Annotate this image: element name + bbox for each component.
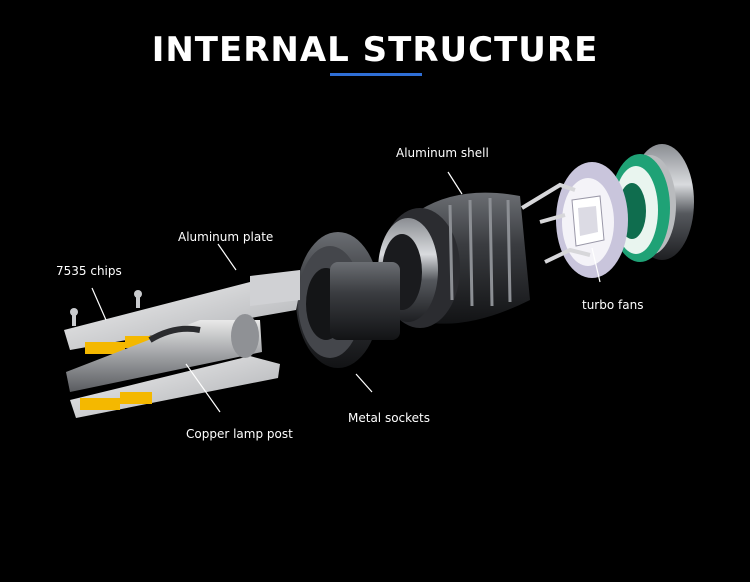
copper-lamp-post — [66, 314, 262, 392]
label-chips: 7535 chips — [56, 264, 122, 278]
label-turbo-fans: turbo fans — [582, 298, 644, 312]
turbo-fan — [556, 162, 628, 278]
screws — [70, 290, 142, 326]
pointer-lines — [91, 171, 601, 413]
title-underline — [330, 73, 422, 76]
aluminum-shell — [378, 192, 530, 328]
label-copper-lamp-post: Copper lamp post — [186, 427, 293, 441]
metal-socket — [296, 232, 400, 368]
page-title: INTERNAL STRUCTURE — [151, 30, 599, 70]
fan-wires — [520, 182, 591, 264]
label-metal-sockets: Metal sockets — [348, 411, 430, 425]
label-aluminum-shell: Aluminum shell — [396, 146, 489, 160]
label-aluminum-plate: Aluminum plate — [178, 230, 274, 244]
